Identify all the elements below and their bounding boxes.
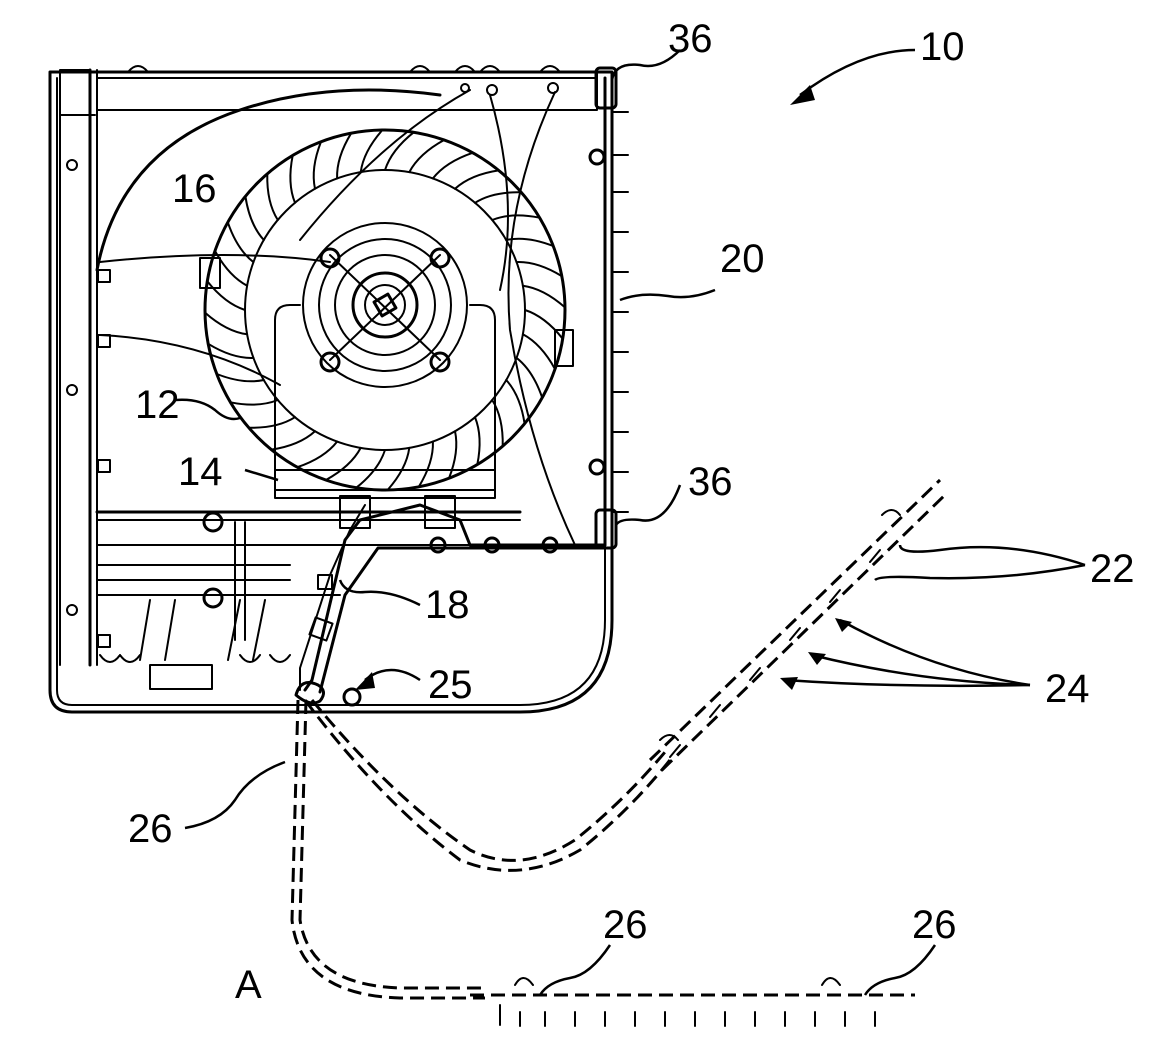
fan-blade	[449, 431, 456, 478]
label-24: 24	[1045, 667, 1090, 711]
label-12: 12	[135, 383, 180, 427]
label-25: 25	[428, 663, 473, 707]
fan-blade	[517, 262, 562, 276]
fan-blade	[523, 286, 565, 308]
label-36-top: 36	[668, 17, 713, 61]
fan-blade	[517, 358, 543, 398]
label-14: 14	[178, 450, 223, 494]
fan-blade	[475, 417, 480, 464]
fan-blade	[409, 140, 444, 172]
fan-blade	[361, 130, 383, 172]
label-A: A	[235, 963, 262, 1007]
fan-blade	[297, 442, 337, 468]
fan-blade	[388, 448, 410, 490]
fan-blade	[492, 400, 503, 446]
fan-wheel	[205, 130, 565, 490]
fan-blade	[523, 334, 555, 369]
fan-blade	[475, 192, 521, 203]
fan-blade	[419, 442, 433, 487]
fan-blade	[314, 142, 321, 189]
fan-blade	[245, 196, 263, 240]
fan-blade	[356, 450, 385, 488]
fan-blade	[525, 310, 563, 339]
fin-grille	[590, 68, 628, 548]
fan-blade	[506, 239, 553, 246]
fan-blade	[217, 374, 264, 381]
label-36-mid: 36	[688, 460, 733, 504]
fan-blade	[326, 448, 361, 480]
fan-blade	[433, 153, 473, 179]
label-18: 18	[425, 583, 470, 627]
label-20: 20	[720, 237, 765, 281]
label-26-left: 26	[128, 807, 173, 851]
fan-blade	[337, 133, 351, 178]
fan-blade	[205, 313, 247, 335]
fan-blade	[249, 417, 295, 428]
fan-blade	[230, 400, 277, 405]
label-16: 16	[172, 167, 217, 211]
fan-blade	[207, 281, 245, 310]
label-10: 10	[920, 25, 965, 69]
fan-blade	[271, 431, 315, 449]
label-26-right: 26	[912, 903, 957, 947]
fan-blade	[267, 174, 278, 220]
label-22: 22	[1090, 547, 1135, 591]
fan-blade	[290, 155, 295, 202]
fan-blade	[455, 170, 499, 188]
label-26-mid: 26	[603, 903, 648, 947]
